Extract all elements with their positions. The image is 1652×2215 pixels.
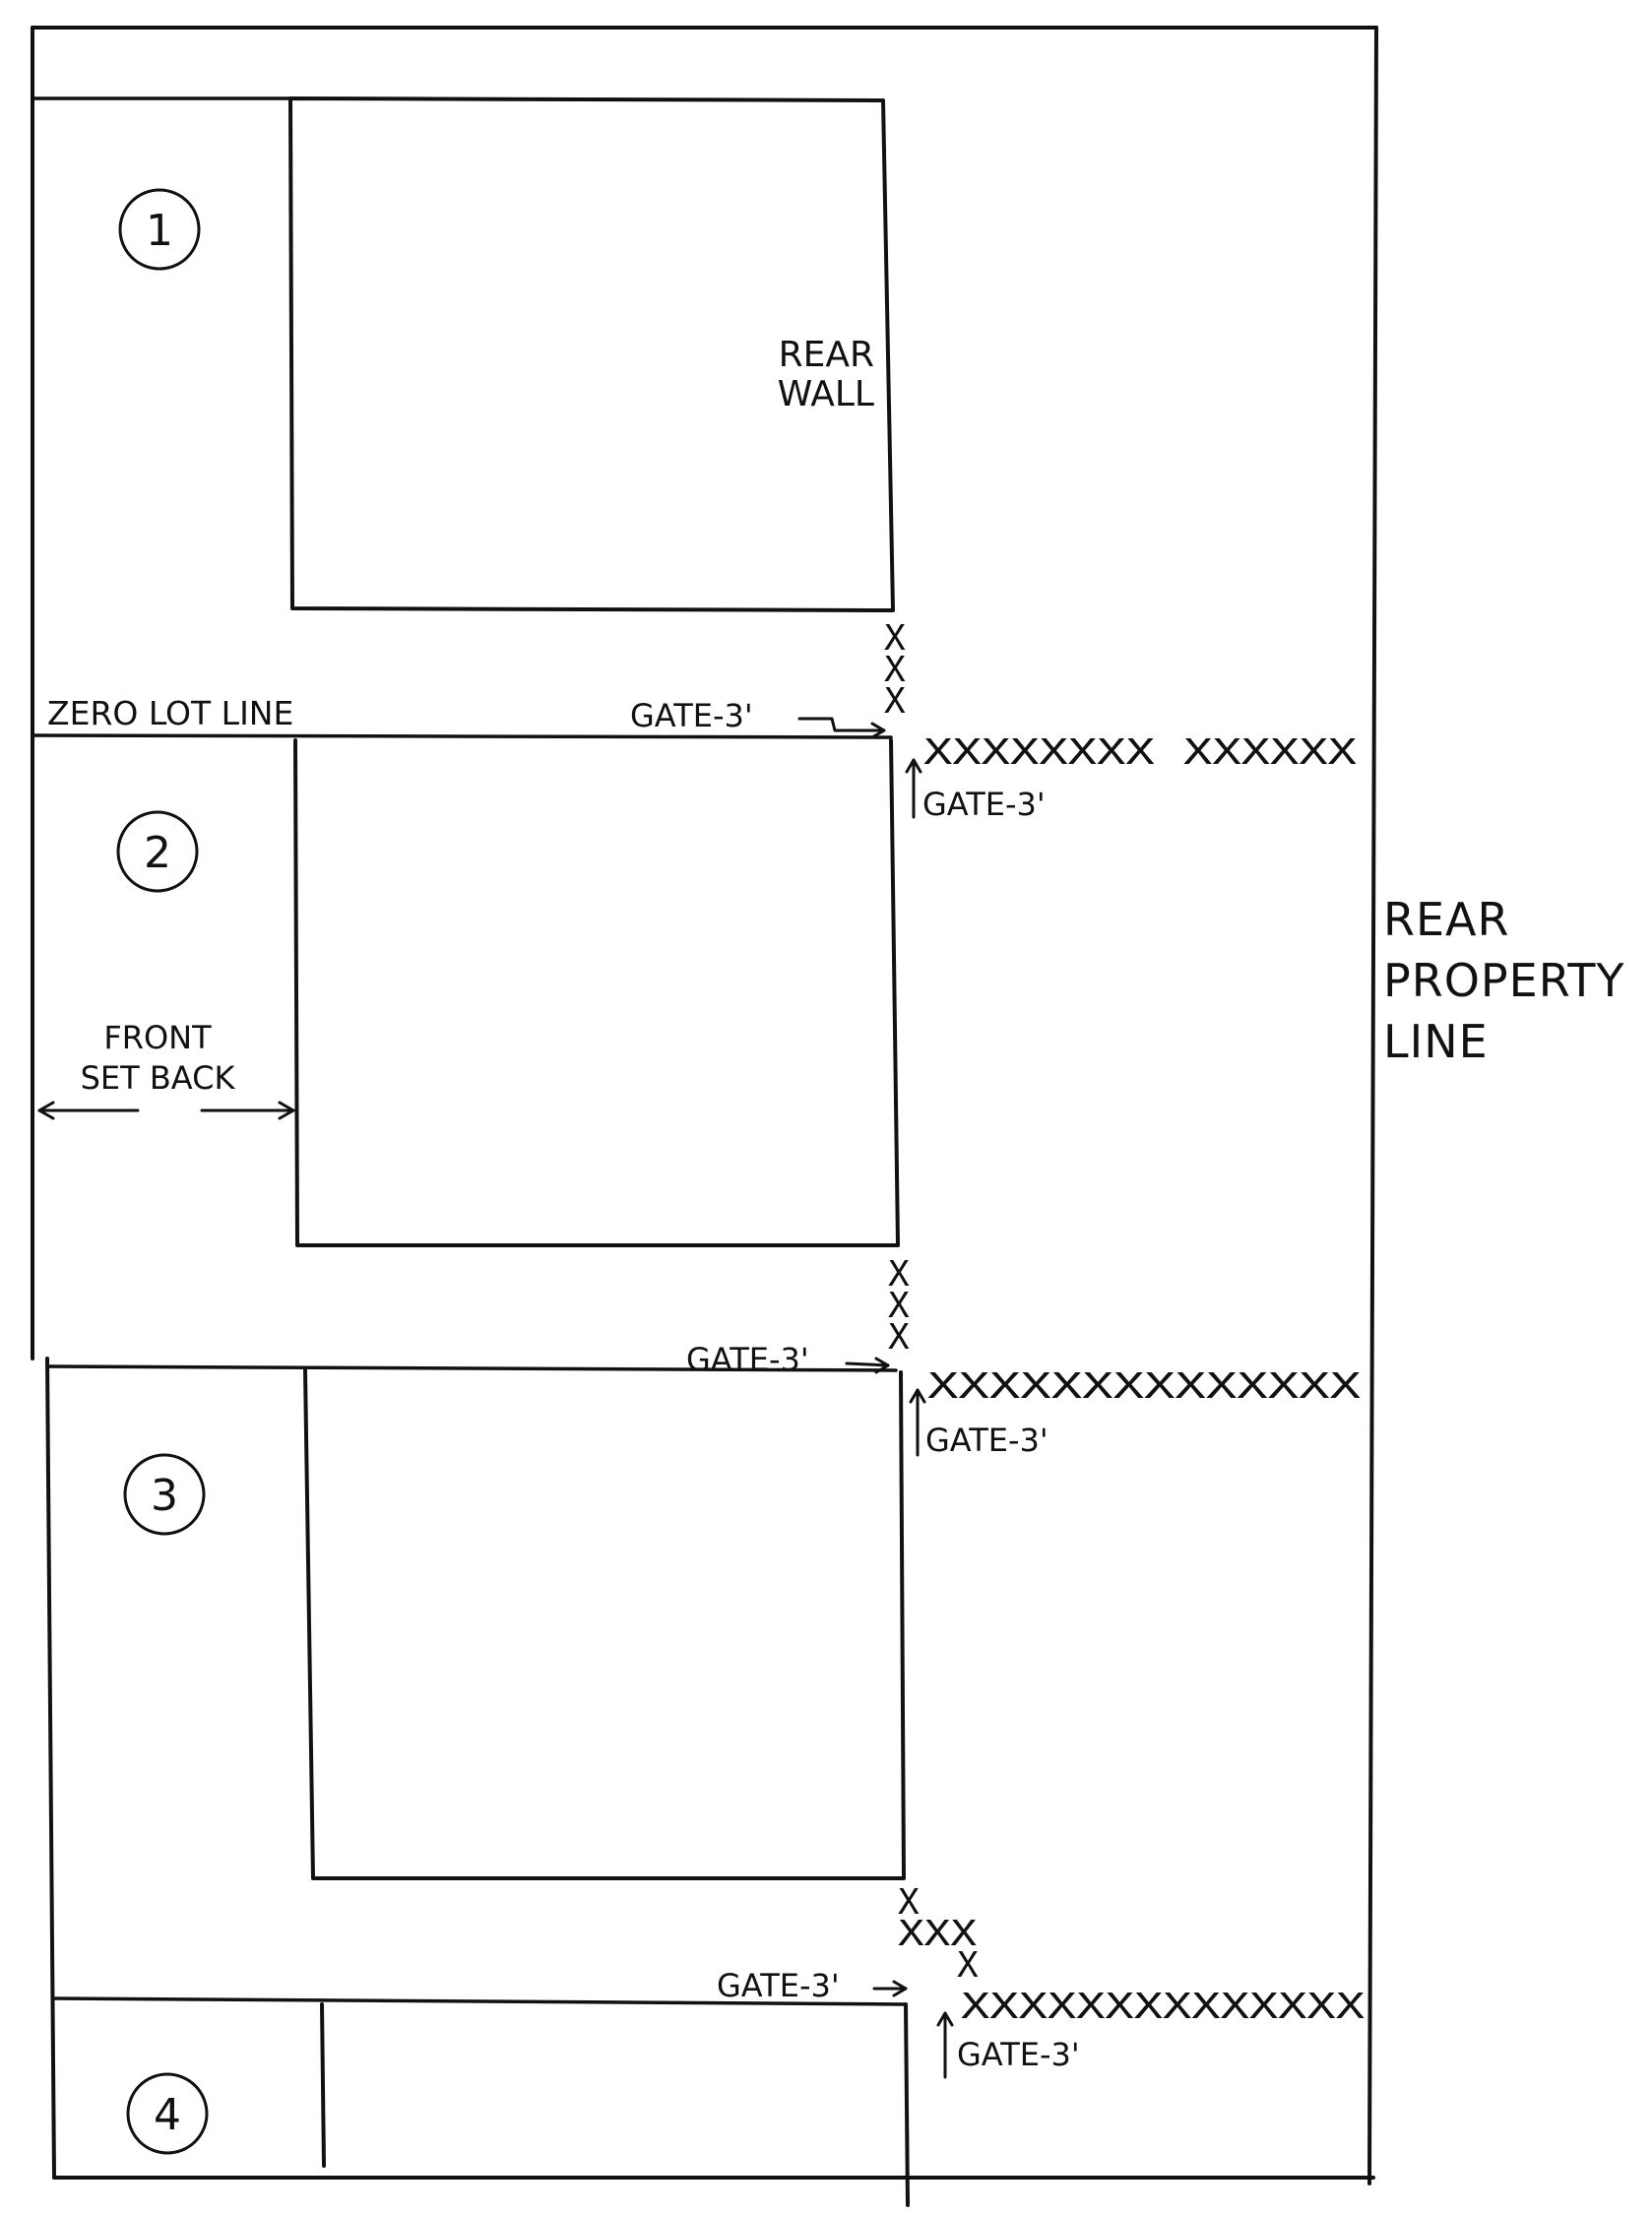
lot-2-circle [116, 810, 199, 893]
fence-2: X X X XXXXXXXXXXXXXX [888, 1254, 1361, 1407]
gate-arrow-line [845, 1361, 890, 1367]
fence-row-1: XXXXXXXX XXXXXX [923, 732, 1357, 773]
gate-1b-arrow [905, 758, 922, 819]
gate-label-2b: GATE-3' [925, 1422, 1048, 1459]
arrowhead-right-icon [278, 1101, 295, 1120]
rear-property-line-label-line2: PROPERTY [1383, 954, 1625, 1007]
arrowhead-right-icon [892, 1980, 908, 1997]
gate-arrow-line [797, 717, 886, 732]
gate-2b-arrow [909, 1388, 926, 1457]
lot-1-circle [118, 188, 201, 271]
gate-label-1a: GATE-3' [630, 697, 753, 734]
lot-1-number: 1 [146, 206, 173, 256]
house-lot-3 [303, 1368, 906, 1880]
gate-2a-arrow [845, 1357, 890, 1374]
fence-mark: X [888, 1254, 910, 1295]
arrowhead-up-icon [909, 1388, 926, 1404]
rear-property-line [1367, 26, 1378, 2185]
gate-3b-arrow [936, 2011, 954, 2079]
lot-4-top-line [52, 1996, 908, 2006]
house-lot-4-right-wall [904, 2002, 910, 2207]
fence-mark: X [888, 1286, 910, 1326]
lot-4-number: 4 [154, 2090, 181, 2140]
property-boundary [31, 26, 1378, 2185]
arrowhead-left-icon [37, 1101, 55, 1120]
fence-mark: XXX [898, 1914, 977, 1954]
arrowhead-up-icon [936, 2011, 954, 2027]
lot-3-circle [123, 1453, 206, 1536]
lot-4-circle [126, 2072, 209, 2155]
fence-1: X X X XXXXXXXX XXXXXX [884, 618, 1357, 773]
fence-mark: X [888, 1317, 910, 1358]
house-lot-4-left-wall [320, 2002, 326, 2168]
fence-3: X XXX X XXXXXXXXXXXXXX [898, 1882, 1365, 2027]
rear-property-line-label-line1: REAR [1383, 893, 1509, 946]
lot-division-lines [31, 96, 908, 2006]
house-lot-1 [288, 96, 895, 612]
lot-4-marker: 4 [126, 2072, 209, 2155]
fence-mark: X [884, 618, 906, 659]
lot-3-top-line [45, 1364, 898, 1372]
arrowhead-up-icon [905, 758, 922, 774]
front-set-back-label-line1: FRONT [103, 1019, 212, 1056]
lot-3-number: 3 [151, 1471, 178, 1521]
gate-label-3a: GATE-3' [717, 1967, 840, 2004]
rear-wall-label-line1: REAR [779, 335, 874, 375]
arrowhead-right-icon [874, 1357, 890, 1374]
fence-mark: X [957, 1945, 979, 1986]
front-set-back-dimension [37, 1101, 295, 1120]
lot-2-number: 2 [144, 828, 171, 878]
front-set-back-label-line2: SET BACK [81, 1059, 236, 1097]
lot-1-marker: 1 [118, 188, 201, 271]
houses [288, 96, 910, 2207]
fence-mark: X [884, 681, 906, 722]
fence-mark: X [898, 1882, 920, 1923]
fence-row-3: XXXXXXXXXXXXXX [961, 1987, 1365, 2027]
gate-3a-arrow [872, 1980, 908, 1997]
gate-label-2a: GATE-3' [686, 1341, 809, 1378]
gate-1a-arrow [797, 717, 886, 739]
arrowhead-right-icon [870, 722, 886, 739]
zero-lot-line [31, 733, 893, 739]
gate-label-3b: GATE-3' [957, 2036, 1080, 2073]
lot-3-marker: 3 [123, 1453, 206, 1536]
gate-label-1b: GATE-3' [922, 786, 1046, 823]
zero-lot-line-label: ZERO LOT LINE [47, 694, 293, 732]
left-boundary-line-lower [45, 1357, 56, 2180]
fence-row-2: XXXXXXXXXXXXXX [927, 1366, 1361, 1407]
rear-property-line-label-line3: LINE [1383, 1015, 1489, 1068]
rear-wall-label-line2: WALL [778, 374, 874, 414]
house-lot-2 [293, 738, 900, 1247]
lot-numbers: 1 2 3 4 [116, 188, 209, 2155]
fence-mark: X [884, 650, 906, 690]
lot-2-marker: 2 [116, 810, 199, 893]
